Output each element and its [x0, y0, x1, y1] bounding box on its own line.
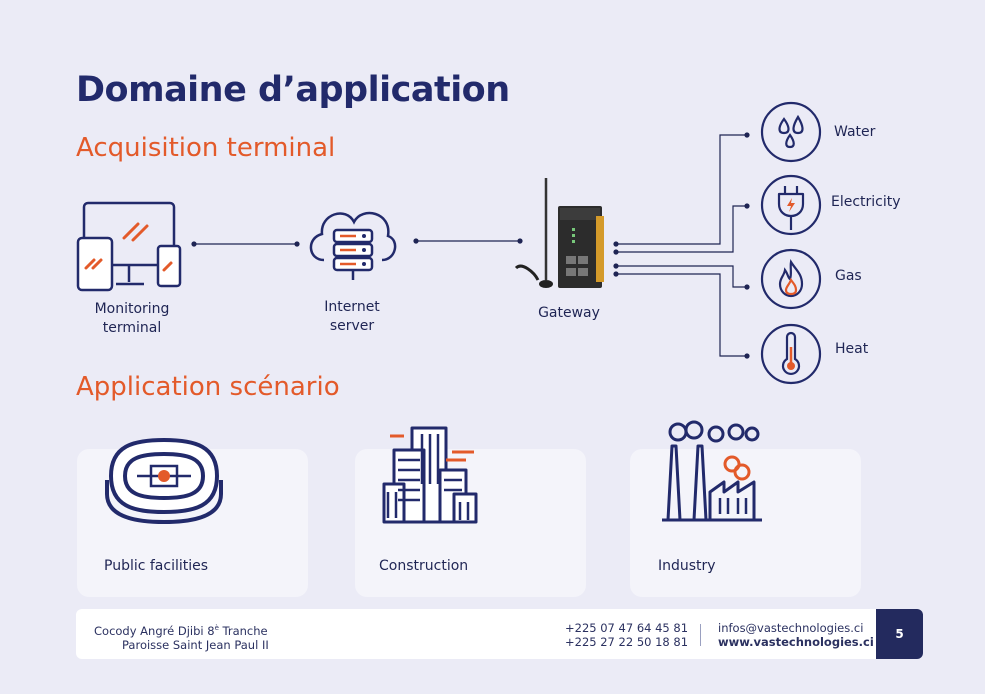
- page-title: Domaine d’application: [76, 70, 510, 110]
- monitoring-terminal-label: Monitoring terminal: [76, 300, 188, 338]
- footer-phones: +225 07 47 64 45 81 +225 27 22 50 18 81: [565, 621, 688, 649]
- phone-1[interactable]: +225 07 47 64 45 81: [565, 621, 689, 635]
- monitoring-label-line2: terminal: [102, 320, 162, 336]
- section-scenario-title: Application scénario: [76, 372, 340, 402]
- resource-label-heat: Heat: [835, 341, 869, 357]
- address-line-1-end: Tranche: [218, 623, 268, 638]
- scenario-card-industry: [630, 449, 861, 597]
- phone-2[interactable]: +225 27 22 50 18 81: [565, 635, 689, 649]
- stadium-icon: [103, 436, 225, 526]
- plug-icon: [760, 174, 822, 236]
- footer-separator: [700, 624, 701, 646]
- website-link[interactable]: www.vastechnologies.ci: [718, 635, 874, 649]
- address-line-2: Paroisse Saint Jean Paul II: [122, 637, 269, 652]
- thermometer-icon: [760, 323, 822, 385]
- monitoring-label-line1: Monitoring: [94, 301, 170, 317]
- address-line-1-text: Cocody Angré Djibi 8: [94, 623, 215, 638]
- scenario-label-industry: Industry: [658, 558, 716, 574]
- section-acquisition-title: Acquisition terminal: [76, 133, 336, 163]
- address-line-1: Cocody Angré Djibi 8è Tranche: [94, 621, 269, 638]
- footer-contacts: infos@vastechnologies.ci www.vastechnolo…: [718, 621, 874, 649]
- scenario-label-construction: Construction: [379, 558, 469, 574]
- factory-icon: [660, 420, 764, 524]
- server-label-line1: Internet: [324, 299, 380, 315]
- scenario-label-public: Public facilities: [104, 558, 209, 574]
- email-link[interactable]: infos@vastechnologies.ci: [718, 621, 864, 635]
- water-drops-icon: [760, 101, 822, 163]
- flame-icon: [760, 248, 822, 310]
- devices-icon: [76, 200, 184, 292]
- server-label-line2: server: [329, 318, 375, 334]
- resource-label-electricity: Electricity: [831, 194, 901, 210]
- cloud-server-icon: [304, 200, 400, 284]
- buildings-icon: [382, 424, 482, 524]
- footer-address: Cocody Angré Djibi 8è Tranche Paroisse S…: [94, 621, 269, 652]
- internet-server-label: Internet server: [300, 298, 404, 336]
- gateway-label: Gateway: [538, 305, 600, 321]
- footer-bar: [76, 609, 923, 659]
- resource-label-gas: Gas: [835, 268, 862, 284]
- page-number: 5: [876, 609, 923, 659]
- gateway-device-icon: [508, 176, 612, 294]
- resource-label-water: Water: [834, 124, 876, 140]
- address-superscript: è: [214, 624, 219, 632]
